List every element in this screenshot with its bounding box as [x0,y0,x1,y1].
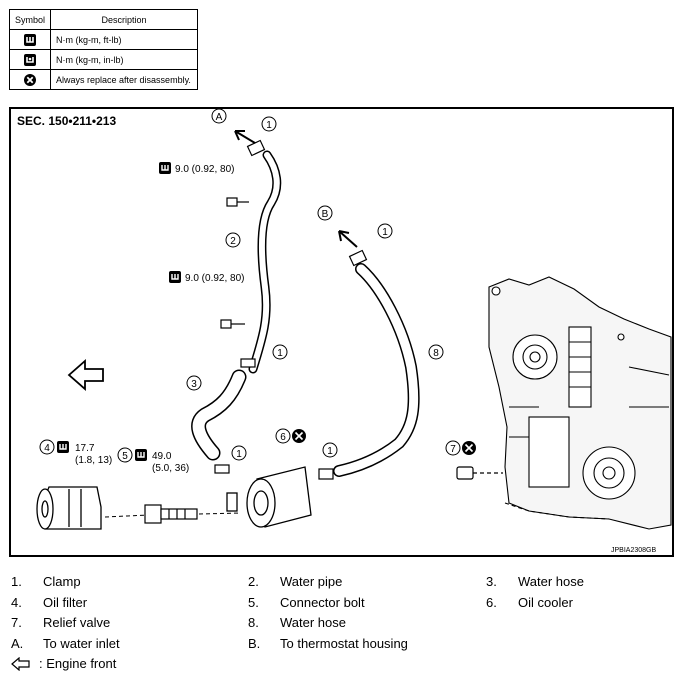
oil-filter [36,486,102,530]
relief-valve [456,466,503,480]
connector-bolt [144,504,198,524]
callout-5: 5 [122,451,128,462]
section-label: SEC. 150•211•213 [17,114,116,128]
torque-inlb-icon [8,49,52,70]
torque-value-4: 17.7 [75,443,95,454]
callout-2: 2 [230,236,236,247]
symbol-table: Symbol Description N·m (kg-m, ft-lb) N·m… [8,9,199,90]
callout-a: A [216,112,223,123]
callout-3: 3 [191,379,197,390]
torque-value-1: 9.0 (0.92, 80) [175,164,234,175]
symbol-desc-1: N·m (kg-m, ft-lb) [50,29,199,50]
torque-value-2: 9.0 (0.92, 80) [185,273,244,284]
engine-front-arrow [67,359,104,391]
symbol-desc-2: N·m (kg-m, in-lb) [50,49,199,70]
torque-value-5-units: (5.0, 36) [152,463,189,474]
callout-a-circle [211,108,227,124]
exploded-diagram: SEC. 150•211•213 JPBIA2308GB [9,107,674,557]
torque-icon-5 [135,449,147,461]
callout-1c: 1 [277,348,283,359]
callout-6: 6 [280,432,286,443]
torque-icon-1 [159,162,171,174]
torque-value-5: 49.0 [152,451,172,462]
replace-icon [8,69,52,90]
description-header: Description [50,9,199,30]
callout-1e: 1 [327,446,333,457]
callout-b: B [322,209,329,220]
torque-icon-2 [169,271,181,283]
torque-icon-4 [57,441,69,453]
engine-front-icon [11,657,30,671]
engine-block [488,276,672,530]
callout-4: 4 [44,443,50,454]
callout-1d: 1 [236,449,242,460]
figure-code: JPBIA2308GB [611,547,656,554]
replace-icon-7 [462,441,476,455]
torque-ftlb-icon [8,29,52,50]
symbol-header: Symbol [8,9,52,30]
callout-1b: 1 [382,227,388,238]
callout-8: 8 [433,348,439,359]
callout-7: 7 [450,444,456,455]
symbol-desc-3: Always replace after disassembly. [50,69,199,90]
torque-value-4-units: (1.8, 13) [75,455,112,466]
parts-legend: 1.Clamp 2.Water pipe 3.Water hose 4.Oil … [11,574,584,671]
callout-1a: 1 [266,120,272,131]
clamps [214,139,368,480]
oil-cooler [226,466,312,528]
replace-icon-6 [292,429,306,443]
mounting-bolts [220,197,249,329]
